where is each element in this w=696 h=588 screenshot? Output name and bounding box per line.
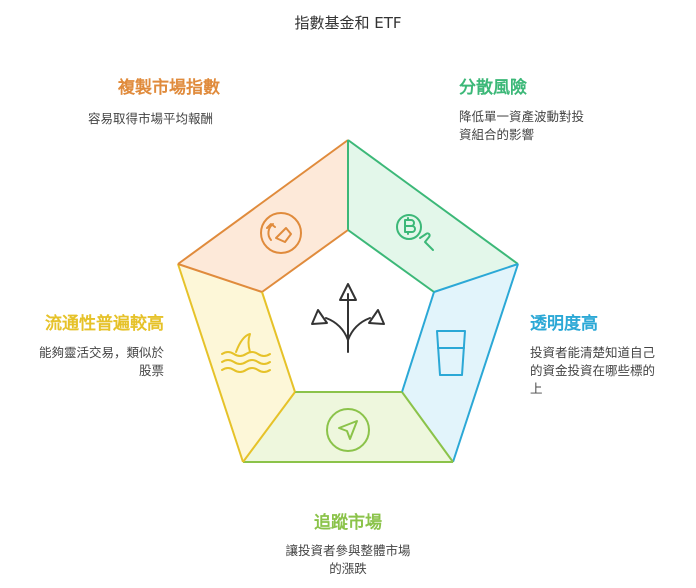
bitcoin-hand-icon (396, 214, 434, 251)
glass-icon (436, 330, 466, 376)
label-track-market: 追蹤市場 (314, 513, 382, 533)
divider (401, 391, 454, 463)
desc-line: 上 (530, 381, 543, 396)
desc-line: 降低單一資產波動對投 (459, 109, 585, 124)
shark-fin-icon (221, 333, 271, 373)
segment-replicate-index (178, 140, 348, 292)
segment-border-yellow (177, 263, 244, 463)
desc-line: 的漲跌 (329, 561, 367, 576)
label-replicate-index: 複製市場指數 (118, 78, 220, 98)
segment-track-market (243, 392, 453, 462)
segment-transparency (402, 264, 518, 462)
divider (433, 263, 519, 293)
divider (261, 229, 349, 293)
desc-line: 資組合的影響 (459, 127, 535, 142)
divider (347, 229, 435, 293)
navigation-arrow-icon (326, 408, 370, 452)
desc-line: 股票 (138, 363, 164, 378)
divider (242, 391, 296, 463)
desc-line: 能夠靈活交易，類似於 (38, 345, 164, 360)
desc-line: 讓投資者參與整體市場 (285, 543, 411, 558)
desc-transparency: 投資者能清楚知道自己 的資金投資在哪些標的 上 (530, 344, 655, 398)
rotate-arrow-icon (260, 212, 302, 254)
segment-border-blue (452, 263, 519, 463)
segment-border-orange (177, 139, 349, 265)
segment-border-green (347, 139, 519, 265)
desc-liquidity: 能夠靈活交易，類似於 股票 (0, 344, 164, 380)
desc-line: 的資金投資在哪些標的 (530, 363, 656, 378)
desc-diversify-risk: 降低單一資產波動對投 資組合的影響 (459, 108, 584, 144)
divider (401, 291, 435, 393)
segment-diversify-risk (348, 140, 518, 292)
split-arrows-icon (311, 283, 385, 353)
divider (177, 263, 263, 293)
label-liquidity: 流通性普遍較高 (45, 314, 164, 334)
label-diversify-risk: 分散風險 (459, 78, 527, 98)
divider (261, 291, 296, 393)
desc-line: 投資者能清楚知道自己 (530, 345, 656, 360)
diagram-title: 指數基金和 ETF (294, 14, 402, 32)
desc-replicate-index: 容易取得市場平均報酬 (88, 111, 214, 126)
desc-track-market: 讓投資者參與整體市場 的漲跌 (0, 542, 696, 578)
label-transparency: 透明度高 (530, 314, 598, 334)
